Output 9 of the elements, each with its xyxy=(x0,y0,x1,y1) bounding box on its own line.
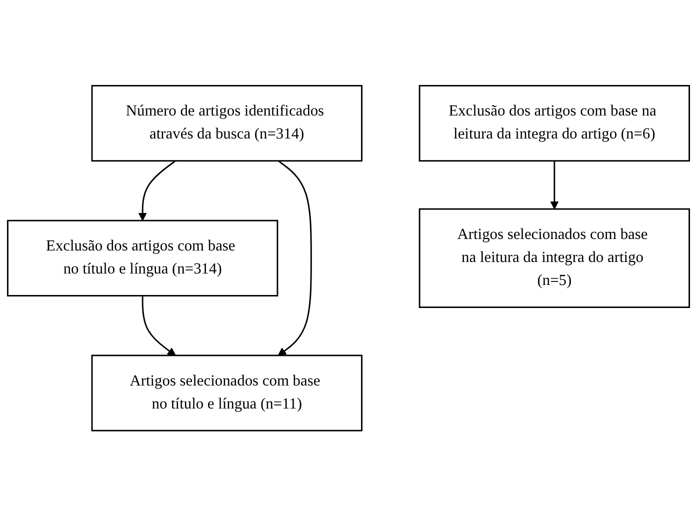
node-box: Artigos selecionados com base no título e língua (n=11) xyxy=(91,355,362,432)
node-box: Exclusão dos artigos com base na leitura da integra do artigo (n=6) xyxy=(418,85,690,162)
node-box: Exclusão dos artigos com base no título e língua (n=314) xyxy=(6,220,278,297)
arrow xyxy=(550,161,559,210)
arrow xyxy=(278,160,312,356)
arrow xyxy=(138,160,176,222)
node-box: Número de artigos identificados através da busca (n=314) xyxy=(91,85,362,162)
arrow xyxy=(142,296,176,356)
node-box: Artigos selecionados com base na leitura da integra do artigo (n=5) xyxy=(418,208,690,308)
